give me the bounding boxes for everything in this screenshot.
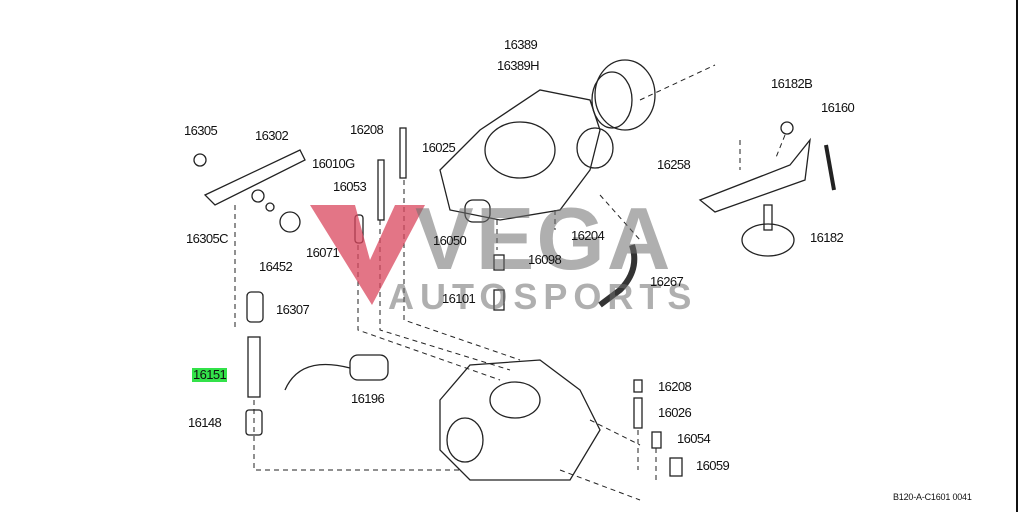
- hose-16267: [598, 244, 638, 308]
- bracket-16258: [698, 137, 811, 213]
- part-label-16196[interactable]: 16196: [351, 391, 385, 406]
- part-label-16208-lower[interactable]: 16208: [658, 379, 692, 394]
- part-label-16182[interactable]: 16182: [810, 230, 844, 245]
- part-label-16305c[interactable]: 16305C: [186, 231, 229, 246]
- dashpot-16182: [741, 223, 795, 257]
- part-label-16101[interactable]: 16101: [442, 291, 476, 306]
- part-label-16010g[interactable]: 16010G: [312, 156, 355, 171]
- part-label-16098[interactable]: 16098: [528, 252, 562, 267]
- part-label-16026[interactable]: 16026: [658, 405, 692, 420]
- part-label-16059[interactable]: 16059: [696, 458, 730, 473]
- part-label-16151-highlighted[interactable]: 16151: [192, 367, 228, 382]
- part-label-16452[interactable]: 16452: [259, 259, 293, 274]
- watermark-sub: AUTOSPORTS: [388, 276, 698, 317]
- part-label-16305[interactable]: 16305: [184, 123, 218, 138]
- part-label-16302[interactable]: 16302: [255, 128, 289, 143]
- part-label-16050[interactable]: 16050: [433, 233, 467, 248]
- part-label-16267[interactable]: 16267: [650, 274, 684, 289]
- part-label-16389[interactable]: 16389: [504, 37, 538, 52]
- spring-16452: [279, 211, 301, 233]
- upper-carburetor: [439, 59, 656, 223]
- part-label-16160[interactable]: 16160: [821, 100, 855, 115]
- part-label-16054[interactable]: 16054: [677, 431, 711, 446]
- part-label-16208[interactable]: 16208: [350, 122, 384, 137]
- part-label-16389h[interactable]: 16389H: [497, 58, 540, 73]
- screw-16305: [193, 153, 207, 167]
- watermark-brand: VEGA: [415, 189, 673, 288]
- spring-16160: [824, 144, 836, 191]
- part-label-16053[interactable]: 16053: [333, 179, 367, 194]
- part-label-16258[interactable]: 16258: [657, 157, 691, 172]
- part-label-16025[interactable]: 16025: [422, 140, 456, 155]
- part-label-16071[interactable]: 16071: [306, 245, 340, 260]
- drawing-code: B120-A-C1601 0041: [893, 492, 972, 502]
- part-label-16307[interactable]: 16307: [276, 302, 310, 317]
- part-label-16148[interactable]: 16148: [188, 415, 222, 430]
- part-label-16182b[interactable]: 16182B: [771, 76, 813, 91]
- lever-16302: [203, 149, 306, 206]
- lower-carburetor: [439, 359, 601, 481]
- part-label-16204[interactable]: 16204: [571, 228, 605, 243]
